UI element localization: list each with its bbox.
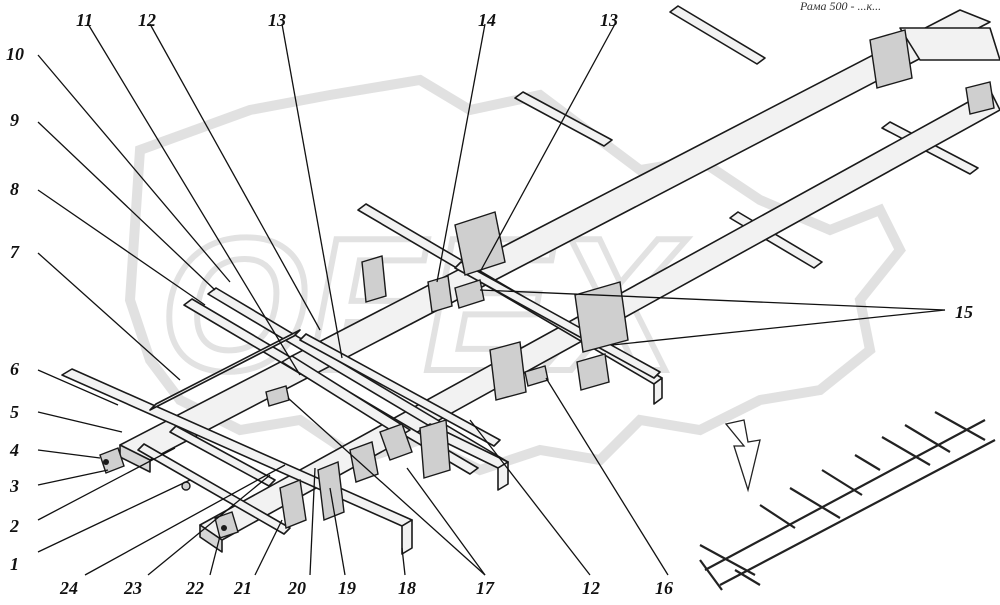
callout-10: 10: [6, 44, 24, 64]
callout-17: 17: [476, 578, 495, 598]
inset-frame-view: [699, 411, 996, 591]
callout-7: 7: [10, 242, 20, 262]
callout-22: 22: [185, 578, 204, 598]
callout-16: 16: [655, 578, 673, 598]
callout-3: 3: [9, 476, 19, 496]
callout-11: 11: [76, 10, 93, 30]
callout-6: 6: [10, 359, 19, 379]
callout-23: 23: [123, 578, 142, 598]
header-caption: Рама 500 - ...к...: [799, 0, 881, 13]
callout-8: 8: [10, 179, 19, 199]
callout-21: 21: [233, 578, 252, 598]
callout-18: 18: [398, 578, 416, 598]
callout-20: 20: [287, 578, 306, 598]
callout-1: 1: [10, 554, 19, 574]
callout-2: 2: [9, 516, 19, 536]
callout-4: 4: [9, 440, 19, 460]
callout-15: 15: [955, 302, 973, 322]
callout-24: 24: [59, 578, 78, 598]
callout-12-top: 12: [138, 10, 156, 30]
callout-12-bottom: 12: [582, 578, 600, 598]
callout-13-right: 13: [600, 10, 618, 30]
callout-13-left: 13: [268, 10, 286, 30]
callout-9: 9: [10, 110, 19, 130]
watermark: OFEX: [124, 74, 906, 476]
callout-19: 19: [338, 578, 356, 598]
leader-lines: [37, 23, 946, 576]
callout-5: 5: [10, 402, 19, 422]
callout-labels: 1 2 3 4 5 6 7 8 9 10 11 12 13 14 13 15 1…: [6, 10, 973, 598]
callout-14: 14: [478, 10, 496, 30]
